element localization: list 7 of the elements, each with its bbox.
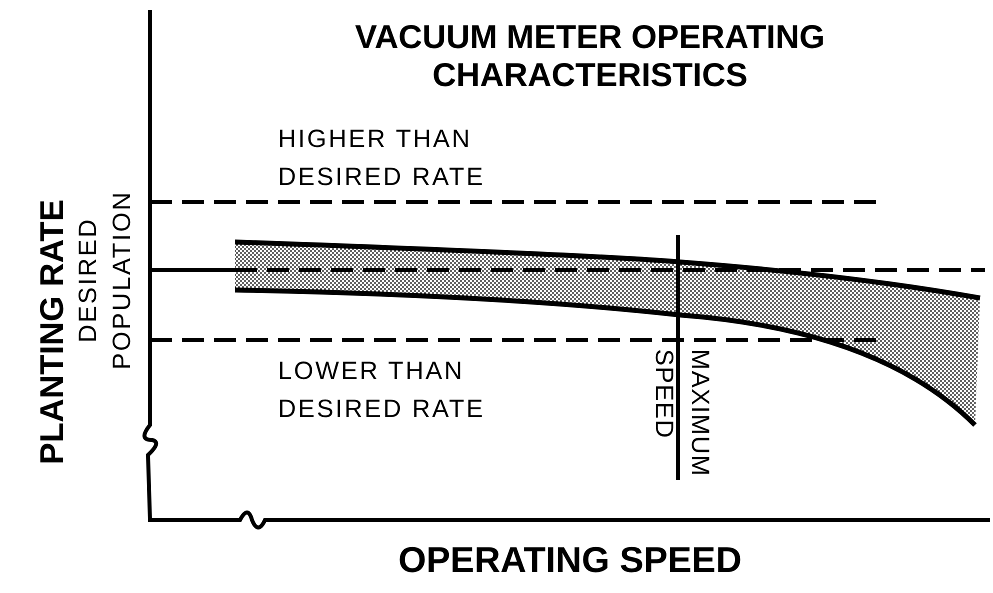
- line-label: DESIRED POPULATION: [73, 189, 137, 372]
- line-label: MAXIMUM SPEED: [649, 349, 715, 479]
- axis-label: PLANTING RATE: [32, 198, 71, 467]
- axis-label: OPERATING SPEED: [397, 538, 743, 582]
- region-label: HIGHER THAN DESIRED RATE: [278, 124, 486, 193]
- region-label: LOWER THAN DESIRED RATE: [278, 356, 486, 425]
- chart-title: VACUUM METER OPERATING CHARACTERISTICS: [354, 18, 826, 94]
